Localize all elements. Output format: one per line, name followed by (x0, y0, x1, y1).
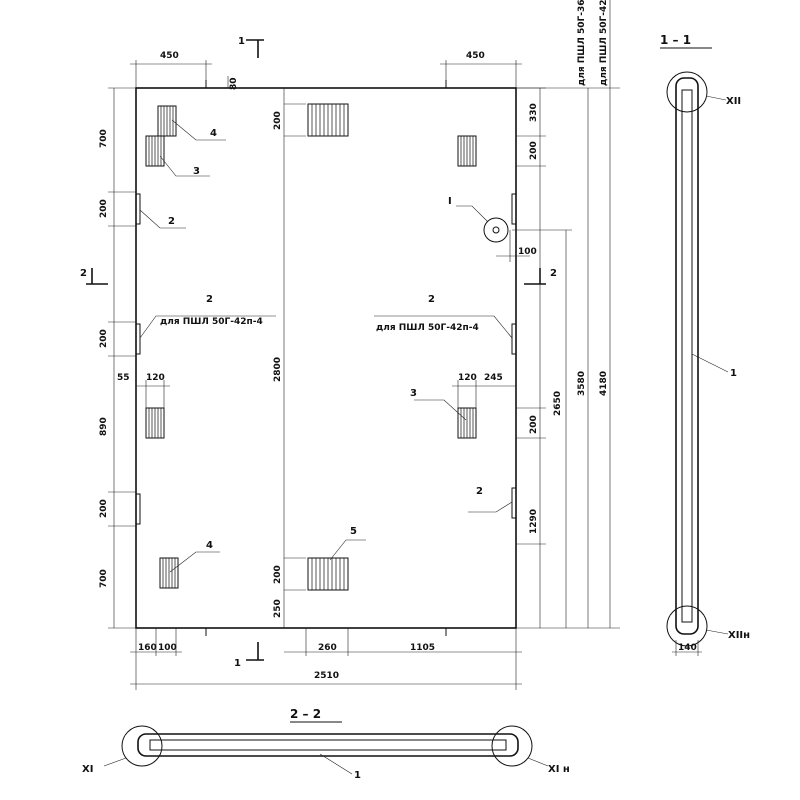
section-1-1-inner (681, 89, 693, 623)
dim-mid-1: 200 (273, 111, 283, 130)
label-XIn: XI н (548, 764, 570, 775)
callout-2-right-note: для ПШЛ 50Г-42п-4 (376, 323, 479, 333)
embedded-part-left-mid (145, 407, 165, 439)
vertical-note-2: для ПШЛ 50Г-42п-4 (599, 0, 609, 86)
dim-outer-1: 2650 (553, 391, 563, 416)
dim-mid-2: 2800 (273, 357, 283, 382)
callout-2-right-bottom: 2 (476, 486, 483, 497)
embedded-part-3-top (145, 135, 165, 167)
dim-top-right: 450 (466, 51, 485, 61)
dim-top-small: 80 (229, 77, 239, 90)
dim-right-3: 100 (518, 247, 537, 257)
detail-XIIn-circle (666, 605, 708, 647)
dim-right-4: 200 (529, 415, 539, 434)
callout-3-right: 3 (410, 388, 417, 399)
section-1-1: 1 – 1 XII XIIн 1 140 (660, 33, 750, 656)
callout-4-bottom: 4 (206, 540, 213, 551)
dim-mid-4: 250 (273, 599, 283, 618)
section-mark-top: 1 (238, 36, 245, 47)
label-XI: XI (82, 764, 93, 775)
dim-left-120: 120 (146, 373, 165, 383)
section-2-2-pos1: 1 (354, 770, 361, 781)
dim-right-120: 120 (458, 373, 477, 383)
dim-bottom-260: 260 (318, 643, 337, 653)
dim-outer-3: 4180 (599, 371, 609, 396)
dim-right-245: 245 (484, 373, 503, 383)
section-1-1-width: 140 (678, 643, 697, 653)
section-2-2: 2 – 2 XI XI н 1 (82, 707, 570, 781)
dim-right-2: 200 (529, 141, 539, 160)
section-mark-left: 2 (80, 268, 87, 279)
dim-right-5: 1290 (529, 509, 539, 534)
detail-XII-circle (666, 71, 708, 113)
section-2-2-title: 2 – 2 (290, 707, 321, 721)
left-edge-plates (135, 193, 141, 525)
dim-top-left: 450 (160, 51, 179, 61)
detail-I-circle (483, 217, 509, 243)
section-mark-bottom: 1 (234, 658, 241, 669)
callout-3-top: 3 (193, 166, 200, 177)
callout-4-top: 4 (210, 128, 217, 139)
embedded-part-4-top (157, 105, 177, 137)
dim-right-1: 330 (529, 103, 539, 122)
dim-left-55: 55 (117, 373, 130, 383)
embedded-part-4-bottom (159, 557, 179, 589)
section-1-1-outer (675, 77, 699, 635)
label-XII: XII (726, 96, 741, 107)
embedded-part-5-bottom (307, 557, 349, 591)
dim-mid-3: 200 (273, 565, 283, 584)
callouts: 4 3 2 2 для ПШЛ 50Г-42п-4 2 для ПШЛ 50Г-… (139, 119, 513, 573)
detail-XIn-circle (491, 725, 533, 767)
dim-left-2: 200 (99, 199, 109, 218)
dim-bottom-1105: 1105 (410, 643, 435, 653)
embedded-part-center-top (307, 103, 349, 137)
section-mark-right: 2 (550, 268, 557, 279)
right-edge-plates (511, 193, 517, 519)
dim-left-1: 700 (99, 129, 109, 148)
vertical-note-1: для ПШЛ 50Г-36п-4 (577, 0, 587, 86)
dim-bottom-100: 100 (158, 643, 177, 653)
section-1-1-pos1: 1 (730, 368, 737, 379)
embedded-part-right-top (457, 135, 477, 167)
dim-left-6: 700 (99, 569, 109, 588)
callout-5: 5 (350, 526, 357, 537)
dim-bottom-160: 160 (138, 643, 157, 653)
dim-left-3: 200 (99, 329, 109, 348)
dim-left-5: 200 (99, 499, 109, 518)
label-XIIn: XIIн (728, 630, 750, 641)
section-2-2-outer (137, 733, 519, 757)
dim-outer-2: 3580 (577, 371, 587, 396)
section-2-2-inner (149, 739, 507, 751)
callout-2-left-top: 2 (168, 216, 175, 227)
callout-I: I (448, 196, 452, 207)
dim-bottom-total: 2510 (314, 671, 339, 681)
panel-outline (135, 87, 517, 629)
plan-view: 450 450 80 1 1 2 2 700 200 (80, 0, 620, 690)
callout-2-right: 2 (428, 294, 435, 305)
detail-XI-circle (121, 725, 163, 767)
callout-2-left-note: для ПШЛ 50Г-42п-4 (160, 317, 263, 327)
dim-left-4: 890 (99, 417, 109, 436)
callout-2-left: 2 (206, 294, 213, 305)
section-1-1-title: 1 – 1 (660, 33, 691, 47)
embedded-part-3-right-mid (457, 407, 477, 439)
